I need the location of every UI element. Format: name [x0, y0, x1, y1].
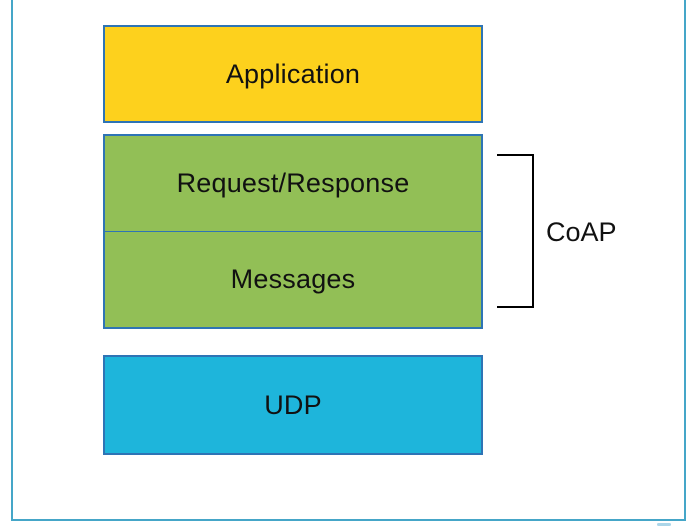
coap-bracket-label: CoAP — [546, 216, 617, 247]
udp-layer-box: UDP — [103, 355, 483, 455]
coap-bracket — [497, 154, 534, 308]
messages-label: Messages — [230, 264, 356, 294]
request-response-label: Request/Response — [176, 168, 410, 198]
messages-box: Messages — [105, 232, 481, 327]
corner-artifact-mark — [657, 523, 671, 526]
request-response-box: Request/Response — [105, 136, 481, 231]
page-frame — [11, 0, 686, 521]
udp-layer-label: UDP — [264, 389, 322, 420]
coap-layer-group: Request/Response Messages — [103, 134, 483, 329]
coap-layer-divider — [105, 231, 481, 232]
application-layer-box: Application — [103, 25, 483, 123]
application-layer-label: Application — [225, 58, 361, 89]
